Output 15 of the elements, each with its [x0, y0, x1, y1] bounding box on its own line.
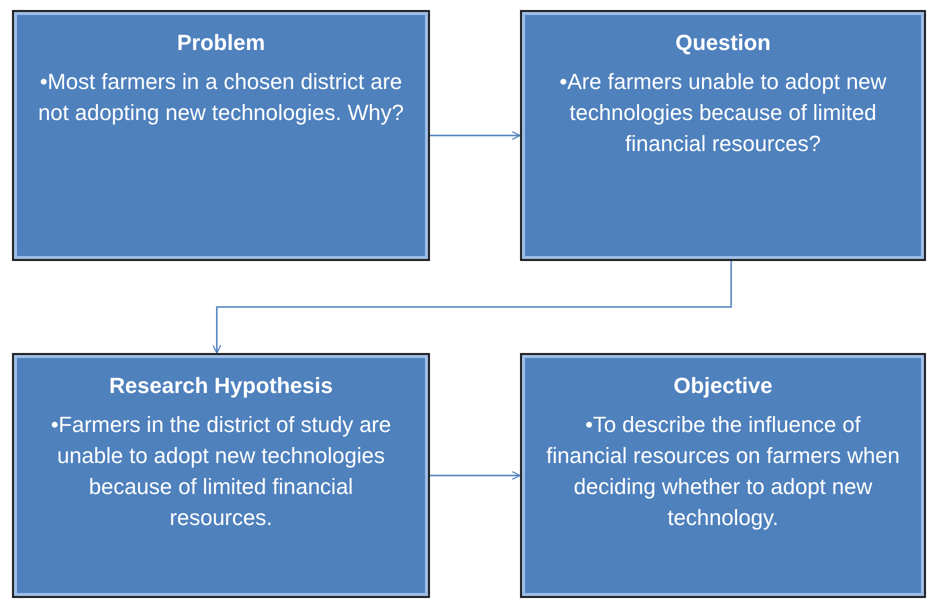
box-text: •Are farmers unable to adopt new technologies because of limited financial resources?: [558, 68, 888, 158]
box-text: •Farmers in the district of study are unable to adopt new technologies because of limited financial resources.: [50, 411, 392, 532]
process-box: [12, 10, 430, 261]
process-box: [520, 353, 926, 598]
box-heading: Question: [674, 29, 772, 57]
arrow: [430, 130, 521, 140]
box-heading: Objective: [672, 372, 774, 400]
arrow: [430, 470, 521, 480]
box-heading: Problem: [176, 29, 266, 57]
box-heading: Research Hypothesis: [108, 372, 334, 400]
process-box: [520, 10, 926, 261]
box-text: •To describe the influence of financial resources on farmers when deciding whether to adopt new technology.: [545, 411, 901, 532]
arrow: [212, 261, 732, 354]
process-box: [12, 353, 430, 598]
box-text: •Most farmers in a chosen district are not adopting new technologies. Why?: [37, 68, 405, 127]
